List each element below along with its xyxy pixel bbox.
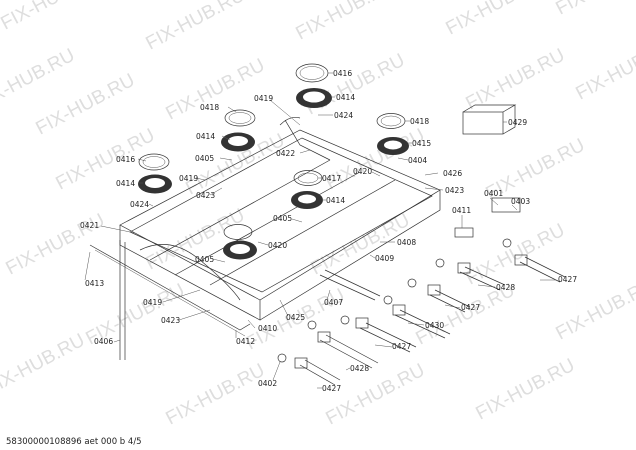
part-label: 0401 (484, 189, 503, 198)
part-label: 0402 (258, 379, 277, 388)
document-footer: 58300000108896 aet 000 b 4/5 (6, 437, 142, 447)
watermark-text: FIX-HUB.RU (0, 330, 88, 400)
part-label: 0428 (350, 364, 369, 373)
watermark-text: FIX-HUB.RU (572, 35, 636, 105)
part-label: 0404 (408, 156, 427, 165)
part-label: 0429 (508, 118, 527, 127)
watermark-text: FIX-HUB.RU (472, 355, 578, 425)
part-label: 0425 (286, 313, 305, 322)
watermark-text: FIX-HUB.RU (302, 50, 408, 120)
part-label: 0412 (236, 337, 255, 346)
part-label: 0427 (392, 342, 411, 351)
part-label: 0418 (410, 117, 429, 126)
part-label: 0410 (258, 324, 277, 333)
part-label: 0417 (322, 174, 341, 183)
part-label: 0423 (445, 186, 464, 195)
watermark-text: FIX-HUB.RU (462, 45, 568, 115)
leader-lines (84, 72, 556, 389)
part-label: 0415 (412, 139, 431, 148)
watermark-text: FIX-HUB.RU (442, 0, 548, 39)
part-label: 0422 (276, 149, 295, 158)
watermark-text: FIX-HUB.RU (142, 0, 248, 54)
part-label: 0413 (85, 279, 104, 288)
part-label: 0421 (80, 221, 99, 230)
part-label: 0426 (443, 169, 462, 178)
part-labels: 0416 0414 0424 0418 0419 0414 0422 0418 … (80, 69, 577, 393)
part-label: 0416 (333, 69, 352, 78)
part-label: 0428 (496, 283, 515, 292)
part-label: 0424 (334, 111, 353, 120)
frame-drawing (89, 116, 441, 360)
part-label: 0405 (195, 154, 214, 163)
watermark-text: FIX-HUB.RU (292, 0, 398, 44)
part-label: 0414 (336, 93, 355, 102)
part-label: 0423 (161, 316, 180, 325)
part-label: 0409 (375, 254, 394, 263)
valves (277, 104, 566, 386)
watermark-text: FIX-HUB.RU (0, 0, 103, 34)
part-label: 0405 (195, 255, 214, 264)
part-label: 0419 (143, 298, 162, 307)
part-label: 0424 (130, 200, 149, 209)
part-label: 0418 (200, 103, 219, 112)
watermark-text: FIX-HUB.RU (32, 70, 138, 140)
part-label: 0414 (326, 196, 345, 205)
part-label: 0403 (511, 197, 530, 206)
part-label: 0419 (254, 94, 273, 103)
watermark-text: FIX-HUB.RU (322, 360, 428, 430)
watermark-text: FIX-HUB.RU (552, 0, 636, 19)
part-label: 0427 (558, 275, 577, 284)
part-label: 0416 (116, 155, 135, 164)
part-label: 0405 (273, 214, 292, 223)
part-label: 0407 (324, 298, 343, 307)
part-label: 0406 (94, 337, 113, 346)
burner-rings (138, 63, 409, 260)
part-label: 0427 (322, 384, 341, 393)
part-label: 0414 (116, 179, 135, 188)
part-label: 0414 (196, 132, 215, 141)
part-label: 0430 (425, 321, 444, 330)
part-label: 0420 (268, 241, 287, 250)
watermark-text: FIX-HUB.RU (462, 220, 568, 290)
part-label: 0419 (179, 174, 198, 183)
part-label: 0411 (452, 206, 471, 215)
watermark-text: FIX-HUB.RU (162, 360, 268, 430)
part-label: 0408 (397, 238, 416, 247)
part-label: 0427 (461, 303, 480, 312)
part-label: 0423 (196, 191, 215, 200)
part-label: 0420 (353, 167, 372, 176)
watermark-text: FIX-HUB.RU (552, 275, 636, 345)
